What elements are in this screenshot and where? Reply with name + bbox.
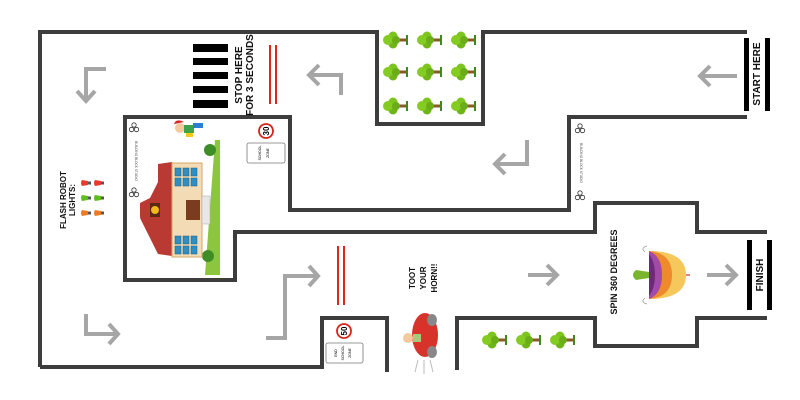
walls xyxy=(38,30,767,372)
return-left-arrow-icon xyxy=(492,140,529,176)
outer-wall-bottom-right xyxy=(455,316,767,370)
toot-horn-instruction: TOOT YOUR HORN!! xyxy=(408,264,439,293)
start-bar-right xyxy=(765,38,770,111)
tree-icon xyxy=(383,31,408,49)
speed-50-value: 50 xyxy=(340,326,349,335)
bulb-red-icon xyxy=(81,180,91,186)
school-zone-line2: ZONE xyxy=(266,147,270,157)
finish-label: FINISH xyxy=(755,259,766,292)
watermark-text: BUILDING BLOCK STUDIO xyxy=(134,141,138,181)
toot-line1: TOOT xyxy=(408,267,417,289)
school-door-icon xyxy=(186,200,200,220)
crosswalk xyxy=(193,44,228,108)
crosswalk-stripe xyxy=(193,100,228,108)
crosswalk-stripe xyxy=(193,44,228,52)
outer-wall-top-left xyxy=(38,30,747,367)
arrow-right-icon xyxy=(528,263,560,287)
tree-icon xyxy=(550,331,575,349)
arrow-right-finish-icon xyxy=(707,263,739,287)
bulb-green-icon xyxy=(94,195,104,201)
turn-left-arrow-icon xyxy=(306,63,343,95)
school-zone-sign: SCHOOL ZONE xyxy=(246,142,286,164)
watermark-left: BUILDING BLOCK STUDIO xyxy=(128,122,140,198)
bulb-orange-icon xyxy=(81,210,91,216)
arrow-left-icon xyxy=(697,64,737,88)
finish-bar-right xyxy=(767,240,772,310)
tree-grid-top xyxy=(383,31,476,115)
tree-icon xyxy=(417,97,442,115)
school-zone-line1: SCHOOL xyxy=(258,146,262,161)
tree-icon xyxy=(417,63,442,81)
end-school-zone-sign: END SCHOOL ZONE xyxy=(325,342,364,364)
start-label: START HERE xyxy=(752,42,763,105)
crosswalk-stripe xyxy=(193,58,228,65)
turn-up-right-arrow-icon xyxy=(266,264,321,340)
start-bar-left xyxy=(744,38,749,111)
watermark-text: BUILDING BLOCK STUDIO xyxy=(579,143,583,183)
tree-row-bottom xyxy=(482,331,575,349)
start-marker: START HERE xyxy=(744,38,770,111)
end-zone-line1: END xyxy=(334,349,338,357)
toot-line2: YOUR xyxy=(419,266,428,289)
finish-bar-left xyxy=(747,240,752,310)
tree-icon xyxy=(451,31,476,49)
tree-icon xyxy=(482,331,507,349)
speed-30-value: 30 xyxy=(262,126,271,135)
student-icon xyxy=(174,120,203,137)
stop-line-top xyxy=(269,45,277,104)
flash-label-line1: FLASH ROBOT xyxy=(59,171,68,229)
bulb-green-icon xyxy=(81,195,91,201)
bulb-orange-icon xyxy=(94,210,104,216)
flash-lights-instruction: FLASH ROBOT LIGHTS: xyxy=(59,171,104,229)
speed-limit-30-sign: 30 xyxy=(258,123,274,139)
speed-limit-50-sign: 50 xyxy=(336,323,352,339)
crosswalk-stripe xyxy=(193,72,228,79)
spin-label: SPIN 360 DEGREES xyxy=(609,229,619,314)
stop-line-bottom xyxy=(337,246,345,305)
spin-instruction: SPIN 360 DEGREES xyxy=(609,229,619,314)
turn-down-arrow-icon xyxy=(75,67,106,104)
end-zone-line2: SCHOOL xyxy=(341,346,345,361)
stop-label-line2: FOR 3 SECONDS xyxy=(245,34,256,116)
spinning-top-icon xyxy=(633,245,690,305)
end-zone-line3: ZONE xyxy=(348,347,352,357)
tree-icon xyxy=(516,331,541,349)
tree-icon xyxy=(451,97,476,115)
grass-icon xyxy=(205,140,220,275)
start-corridor-bottom-wall xyxy=(123,115,767,282)
arrows xyxy=(75,63,739,346)
outer-wall-bottom-left xyxy=(40,316,389,372)
crosswalk-stripe xyxy=(193,86,228,93)
tree-icon xyxy=(383,63,408,81)
toot-line3: HORN!! xyxy=(430,264,439,293)
school-illustration xyxy=(140,120,220,275)
tree-icon xyxy=(451,63,476,81)
flash-label-line2: LIGHTS: xyxy=(68,184,77,216)
watermark-right: BUILDING BLOCK STUDIO xyxy=(574,123,586,201)
stop-label-line1: STOP HERE xyxy=(234,46,245,104)
turn-right-arrow-icon xyxy=(84,314,121,346)
tree-icon xyxy=(383,97,408,115)
finish-marker: FINISH xyxy=(747,240,772,310)
race-car-icon xyxy=(403,313,438,374)
bulb-red-icon xyxy=(94,180,104,186)
stop-instruction: STOP HERE FOR 3 SECONDS xyxy=(234,34,256,116)
tree-icon xyxy=(417,31,442,49)
